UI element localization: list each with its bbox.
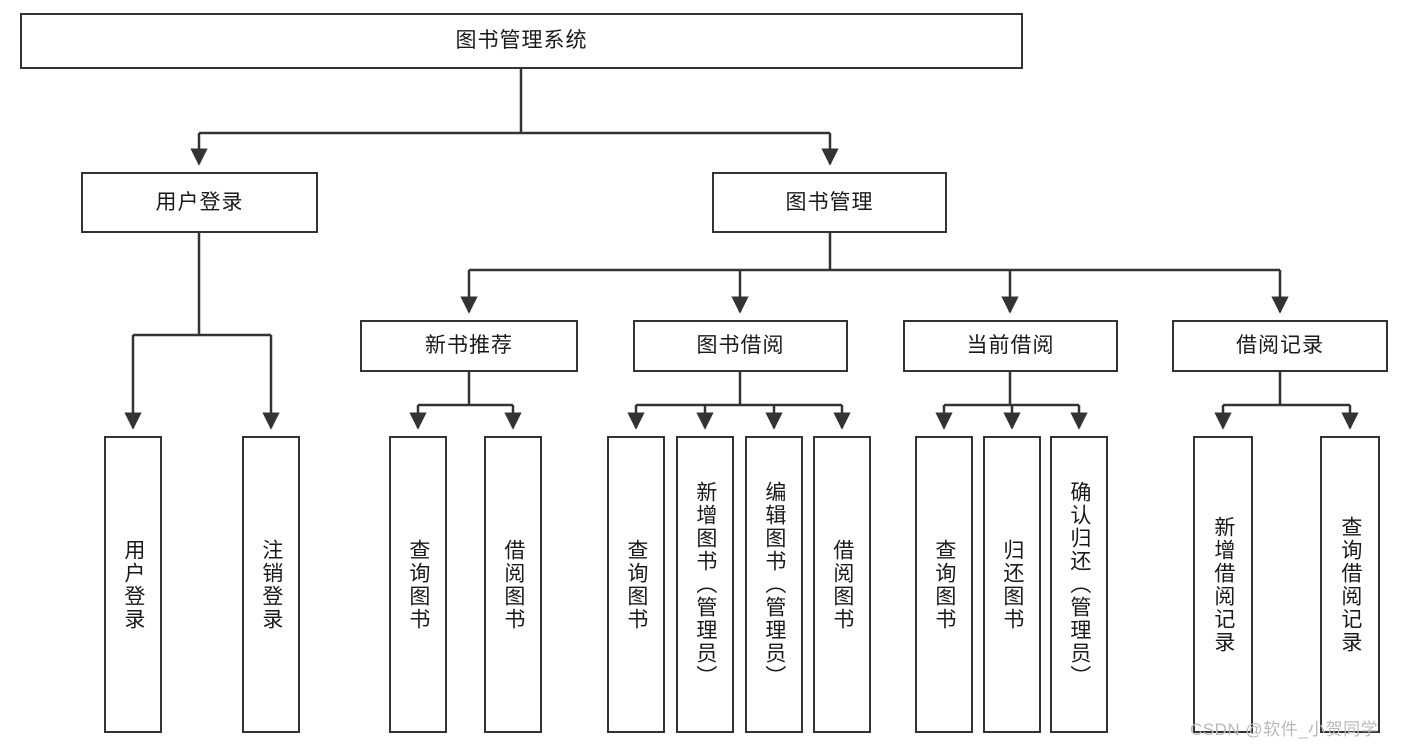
watermark-text: CSDN @软件_小贺同学 [1190,720,1379,739]
leaf-logout[interactable]: 注销登录 [242,436,300,733]
node-root-label: 图书管理系统 [455,29,588,53]
node-new-book-recommend-label: 新书推荐 [425,334,513,358]
node-root-system[interactable]: 图书管理系统 [20,13,1023,69]
leaf-edit-book-admin[interactable]: 编辑图书（管理员） [745,436,803,733]
leaf-confirm-return-admin-label: 确认归还（管理员） [1067,481,1091,688]
node-user-login-label: 用户登录 [155,190,244,214]
leaf-borrow-book-newbook[interactable]: 借阅图书 [484,436,542,733]
leaf-query-borrow-record[interactable]: 查询借阅记录 [1320,436,1380,733]
leaf-user-login-label: 用户登录 [121,538,145,631]
leaf-return-book-label: 归还图书 [1000,538,1024,631]
leaf-borrow-book[interactable]: 借阅图书 [813,436,871,733]
leaf-user-login[interactable]: 用户登录 [104,436,162,733]
node-book-management[interactable]: 图书管理 [712,172,947,233]
node-new-book-recommend[interactable]: 新书推荐 [360,320,578,372]
leaf-query-book-borrow-label: 查询图书 [624,538,648,631]
leaf-borrow-book-newbook-label: 借阅图书 [501,538,525,631]
leaf-borrow-book-label: 借阅图书 [830,538,854,631]
leaf-return-book[interactable]: 归还图书 [983,436,1041,733]
node-borrow-record[interactable]: 借阅记录 [1172,320,1388,372]
leaf-confirm-return-admin[interactable]: 确认归还（管理员） [1050,436,1108,733]
leaf-query-borrow-record-label: 查询借阅记录 [1338,515,1362,654]
leaf-logout-label: 注销登录 [259,538,283,631]
node-current-borrow[interactable]: 当前借阅 [903,320,1118,372]
node-user-login[interactable]: 用户登录 [81,172,318,233]
leaf-add-book-admin-label: 新增图书（管理员） [693,481,717,688]
leaf-query-book-current-label: 查询图书 [932,538,956,631]
leaf-query-book-borrow[interactable]: 查询图书 [607,436,665,733]
node-borrow-record-label: 借阅记录 [1236,334,1324,358]
node-current-borrow-label: 当前借阅 [966,334,1055,358]
leaf-add-book-admin[interactable]: 新增图书（管理员） [676,436,734,733]
leaf-add-borrow-record-label: 新增借阅记录 [1211,515,1235,654]
leaf-query-book-newbook[interactable]: 查询图书 [389,436,447,733]
node-book-borrow[interactable]: 图书借阅 [633,320,848,372]
leaf-edit-book-admin-label: 编辑图书（管理员） [762,481,786,688]
node-book-management-label: 图书管理 [785,190,874,214]
node-book-borrow-label: 图书借阅 [696,334,785,358]
leaf-query-book-current[interactable]: 查询图书 [915,436,973,733]
leaf-query-book-newbook-label: 查询图书 [406,538,430,631]
leaf-add-borrow-record[interactable]: 新增借阅记录 [1193,436,1253,733]
